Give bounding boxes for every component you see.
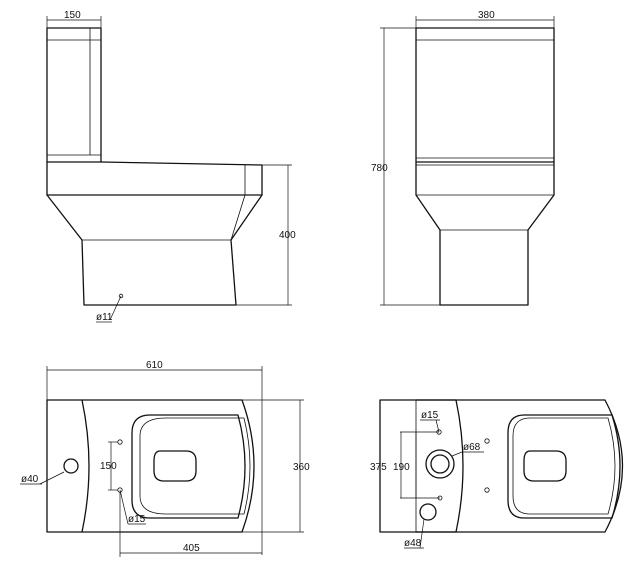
plan-to-holes-label: 405	[183, 543, 200, 554]
plan-view: ø40 150 ø15 610 360 405	[20, 360, 310, 557]
plan-cistern	[46, 399, 90, 533]
side-bowl-rim	[46, 161, 263, 196]
front-bowl	[415, 161, 555, 306]
front-width-label: 380	[478, 10, 495, 21]
plan-fixing-hole-top	[117, 439, 123, 445]
rear-body-outline	[379, 399, 624, 533]
rear-top-hole-label: ø15	[421, 410, 439, 421]
rear-bottom-hole	[419, 503, 437, 521]
plan-bowl-opening	[153, 450, 197, 482]
plan-bowl-outline	[81, 399, 255, 533]
plan-outlet-hole	[63, 458, 79, 474]
plan-width-label: 360	[293, 462, 310, 473]
plan-outlet-label: ø40	[21, 474, 39, 485]
rear-bowl-opening	[523, 450, 567, 482]
front-cistern	[415, 27, 555, 163]
rear-cistern-panel	[415, 399, 464, 533]
rear-view: ø68 ø15 ø48 190 375	[370, 399, 624, 549]
front-view: 380 780	[371, 10, 555, 306]
plan-hole-spacing-label: 150	[100, 461, 117, 472]
plan-holes-label: ø15	[128, 514, 146, 525]
rear-inlet-outer	[425, 449, 455, 479]
plan-seat	[131, 414, 246, 519]
rear-height-label: 190	[393, 462, 410, 473]
plan-length-label: 610	[146, 360, 163, 371]
front-height-label: 780	[371, 163, 388, 174]
side-cistern	[46, 27, 102, 163]
side-tank-depth-label: 150	[64, 10, 81, 21]
side-seat-height-label: 400	[279, 230, 296, 241]
side-bowl-body	[46, 194, 263, 306]
side-pipe-label: ø11	[96, 312, 113, 323]
side-view: ø11 150 400	[46, 10, 296, 323]
rear-inlet-inner	[430, 454, 450, 474]
rear-inlet-label: ø68	[463, 442, 481, 453]
rear-seat	[507, 414, 621, 519]
rear-bottom-hole-label: ø48	[404, 538, 422, 549]
rear-overall-label: 375	[370, 462, 387, 473]
